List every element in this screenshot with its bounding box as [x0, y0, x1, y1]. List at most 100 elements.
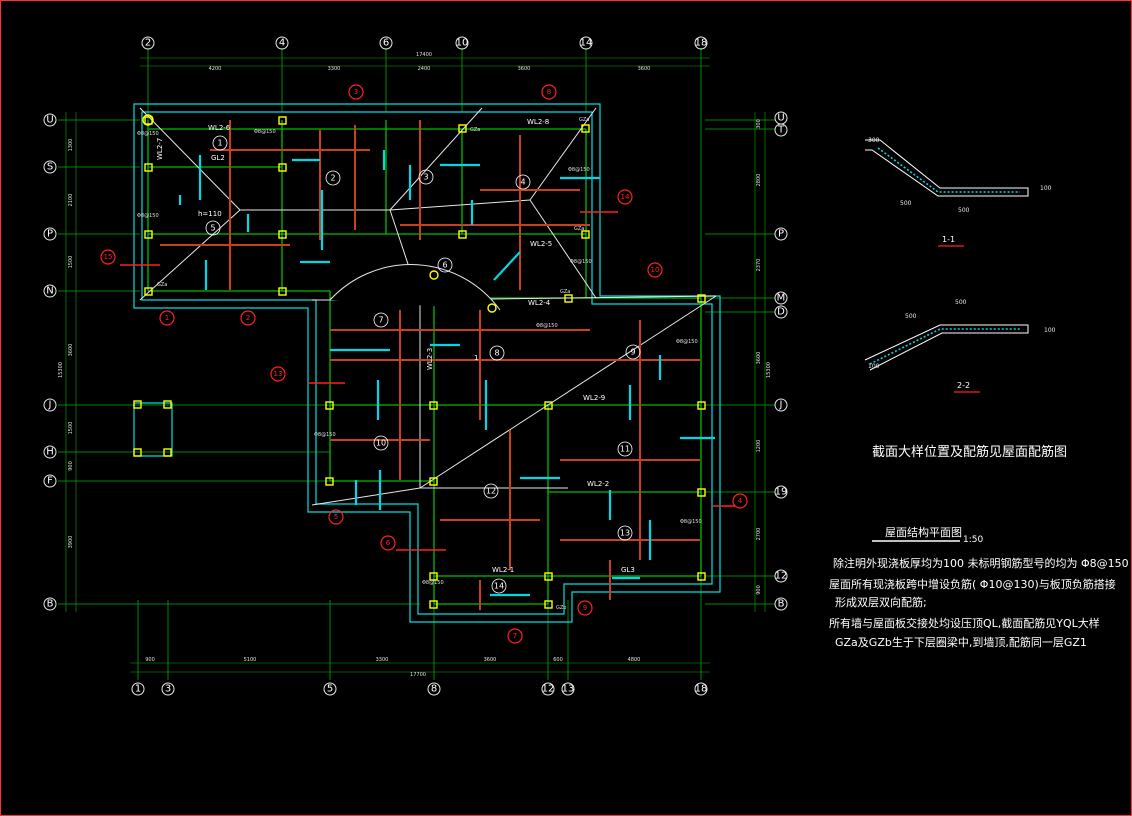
room-7: 7 [378, 316, 383, 325]
beam-gl3: GL3 [621, 566, 635, 574]
columns [133, 114, 706, 609]
bottom-axis-12: 12 [542, 684, 555, 695]
bottom-total: 17700 [410, 672, 426, 678]
section-detail-2-2: 500 500 100 100 2-2 [864, 299, 1056, 393]
axis-grid [58, 48, 775, 680]
left-dim-6: 900 [68, 461, 74, 471]
col-tag-gza-4: GZa [157, 282, 167, 288]
section-detail-1-1: 500 500 300 100 1-1 [865, 137, 1052, 247]
note-line-4: 所有墙与屋面板交接处均设压顶QL,截面配筋见YQL大样 [829, 616, 1100, 630]
col-tag-gzb-1: GZb [556, 605, 566, 611]
room-9: 9 [630, 348, 635, 357]
bottom-dim-5: 600 [553, 657, 563, 663]
note-line-1: 除注明外现浇板厚均为100 未标明钢筋型号的均为 Φ8@150 [833, 556, 1129, 570]
col-tag-gza-2: GZa [579, 117, 589, 123]
sec-mark-15: 15 [104, 253, 113, 261]
top-dim-1: 4200 [209, 66, 222, 72]
room-2: 2 [330, 174, 335, 183]
room-1: 1 [217, 139, 222, 148]
bottom-axis-18: 18 [695, 684, 708, 695]
bottom-axis-1: 1 [135, 684, 141, 695]
room-14: 14 [494, 582, 504, 591]
room-8: 8 [494, 349, 499, 358]
sec2-dim-1: 500 [955, 299, 967, 306]
left-dim-3: 1500 [68, 256, 74, 269]
right-axis-J: J [779, 400, 783, 411]
beam-wl2-7: WL2-7 [156, 138, 164, 160]
bottom-axis-5: 5 [327, 684, 333, 695]
right-dim-2: 2800 [756, 174, 762, 187]
sec-mark-4: 4 [738, 497, 743, 505]
bottom-dim-4: 3600 [484, 657, 497, 663]
top-dim-3: 2400 [418, 66, 431, 72]
sec2-dim-3: 100 [1044, 327, 1056, 334]
plan-scale: 1:50 [963, 535, 983, 545]
sec-mark-2: 2 [246, 314, 250, 322]
top-axis-18: 18 [695, 38, 708, 49]
notes-block: 截面大样位置及配筋见屋面配筋图 屋面结构平面图 1:50 除注明外现浇板厚均为1… [829, 444, 1129, 649]
room-13: 13 [620, 529, 630, 538]
beam-wl2-4: WL2-4 [528, 299, 551, 307]
right-axis-M: M [777, 293, 786, 304]
sec-mark-7: 7 [513, 632, 517, 640]
dimension-lines [65, 57, 766, 673]
col-tag-gza-3: GZa [574, 226, 584, 232]
right-dim-6: 2700 [756, 528, 762, 541]
room-markers: 1 2 3 4 5 6 7 8 9 10 11 12 13 14 [205, 135, 641, 594]
sec1-dim-4: 100 [1040, 185, 1052, 192]
top-total: 17400 [416, 52, 432, 58]
col-tag-gza-5: GZa [560, 289, 570, 295]
sec1-dim-1: 500 [900, 200, 912, 207]
room-11: 11 [620, 445, 630, 454]
bottom-dim-1: 900 [145, 657, 155, 663]
section-cut-1: 1 [474, 354, 478, 362]
sec2-dim-2: 500 [905, 313, 917, 320]
rebar-lines [160, 120, 715, 610]
note-line-5: GZa及GZb生于下层圈梁中,到墙顶,配筋同一层GZ1 [835, 635, 1087, 649]
left-total: 15300 [58, 362, 64, 378]
note-line-3: 形成双层双向配筋; [835, 595, 927, 609]
left-axis-N: N [46, 286, 53, 297]
sec-mark-5: 5 [334, 513, 338, 521]
rebar-note-j: Φ8@150 [422, 580, 444, 586]
beam-wl2-9: WL2-9 [583, 394, 605, 402]
top-dim-2: 3300 [328, 66, 341, 72]
room-5: 5 [210, 224, 215, 233]
left-axis-F: F [47, 476, 53, 487]
top-axis-6: 6 [383, 38, 389, 49]
axis-bubbles: 2 4 6 10 14 18 1 3 5 8 12 13 18 U S P N … [43, 36, 788, 696]
right-dim-3: 2370 [756, 259, 762, 272]
bottom-axis-3: 3 [165, 684, 171, 695]
left-axis-H: H [46, 447, 54, 458]
left-dim-1: 1300 [68, 139, 74, 152]
top-axis-10: 10 [456, 38, 469, 49]
rebar-note-i: Φ8@150 [680, 519, 702, 525]
sec-mark-10: 10 [651, 266, 660, 274]
right-dim-5: 1200 [756, 440, 762, 453]
section-2-label: 2-2 [957, 381, 970, 390]
bottom-axis-13: 13 [562, 684, 575, 695]
sec-mark-8: 8 [547, 88, 551, 96]
right-axis-B: B [778, 599, 785, 610]
rebar-note-c: Φ8@150 [137, 213, 159, 219]
sec-mark-1: 1 [165, 314, 169, 322]
top-dim-5: 3600 [638, 66, 651, 72]
left-dim-2: 2100 [68, 194, 74, 207]
top-axis-2: 2 [145, 38, 151, 49]
top-axis-14: 14 [580, 38, 593, 49]
left-dim-7: 3900 [68, 536, 74, 549]
beam-wl2-3: WL2-3 [426, 348, 434, 370]
beam-wl2-8: WL2-8 [527, 118, 549, 126]
left-axis-P: P [47, 229, 53, 240]
roof-ridges [139, 107, 717, 506]
rebar-annotations: Φ8@150 Φ8@150 Φ8@150 Φ8@150 Φ8@150 Φ8@15… [137, 117, 702, 611]
right-dim-7: 900 [756, 585, 762, 595]
right-dim-4: 3600 [756, 352, 762, 365]
top-axis-4: 4 [279, 38, 285, 49]
room-12: 12 [486, 487, 496, 496]
room-3: 3 [423, 173, 428, 182]
right-dim-1: 300 [756, 119, 762, 129]
room-6: 6 [442, 261, 447, 270]
room-10: 10 [376, 439, 386, 448]
